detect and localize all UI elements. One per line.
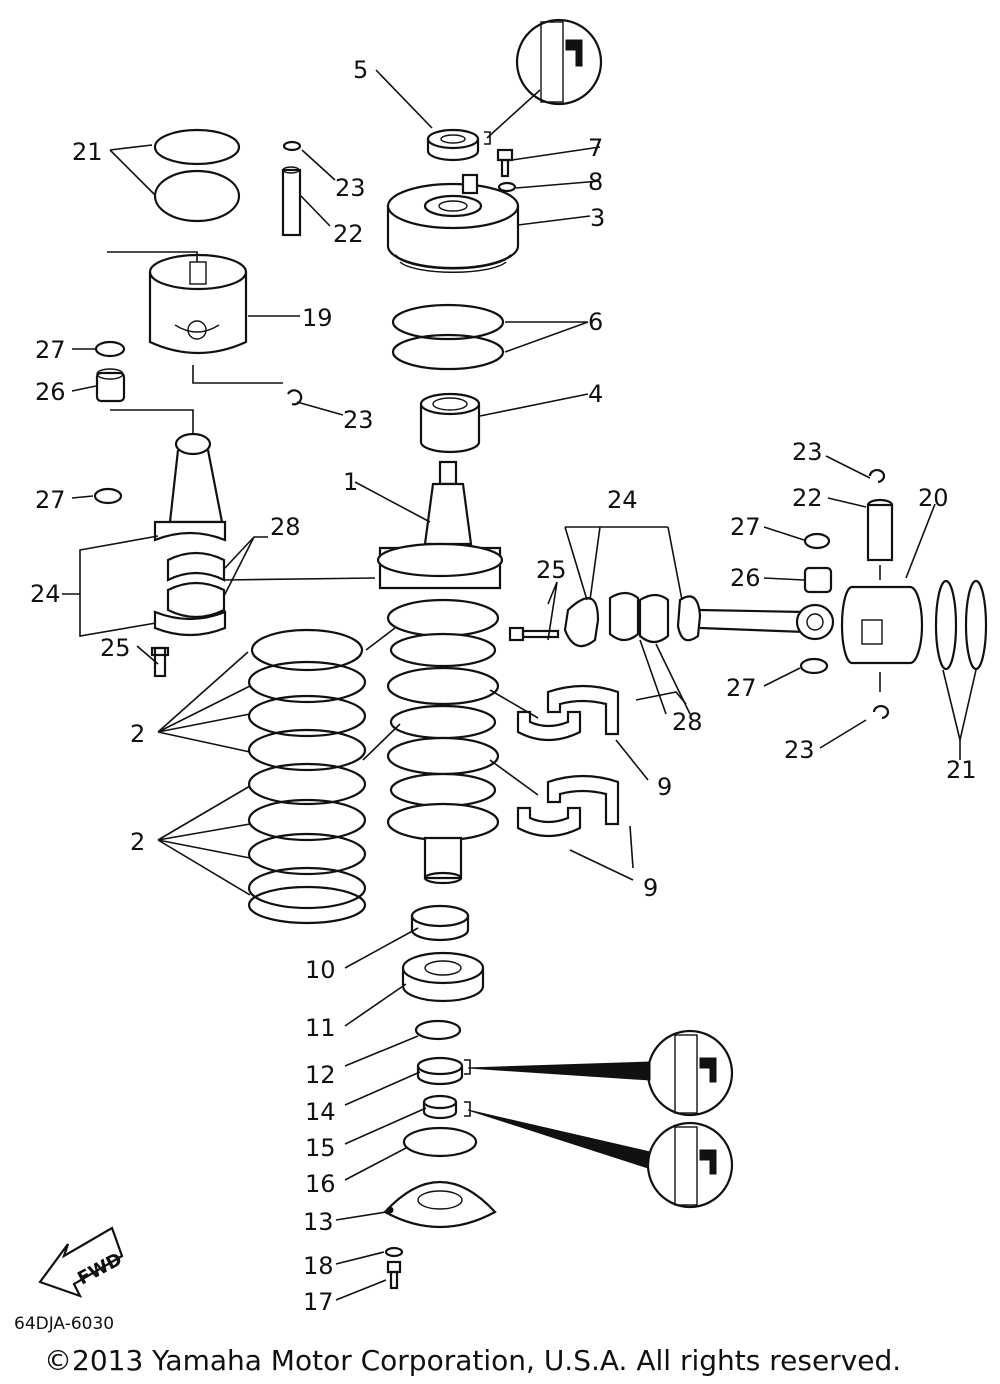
piston-pin-left — [281, 140, 302, 237]
washer-left-upper — [94, 340, 126, 358]
bolt-lower — [386, 1260, 402, 1290]
leader-lines — [62, 69, 961, 1301]
circlip-left-lower — [287, 389, 303, 406]
callout-3: 3 — [590, 204, 605, 232]
oil-seal-upper — [426, 128, 480, 162]
callout-21-right: 21 — [946, 756, 977, 784]
callout-12: 12 — [305, 1061, 336, 1089]
o-ring-lower — [402, 1126, 478, 1158]
callout-28-right: 28 — [672, 708, 703, 736]
oil-seal-lower-1 — [416, 1056, 464, 1086]
callout-23-top: 23 — [335, 174, 366, 202]
piston-left — [107, 251, 283, 384]
callout-26-right: 26 — [730, 564, 761, 592]
main-bearing-halves-lower — [516, 774, 620, 838]
callout-15: 15 — [305, 1134, 336, 1162]
rod-bearing-left — [166, 551, 226, 619]
piston-rings-left — [153, 128, 241, 223]
callout-16: 16 — [305, 1170, 336, 1198]
lower-bearing-housing — [383, 1181, 497, 1228]
callout-9-lower: 9 — [643, 874, 658, 902]
main-bearing-halves-upper — [516, 684, 620, 742]
drawing-code: 64DJA-6030 — [14, 1314, 114, 1334]
detail-circle-seal-lower-1 — [464, 1029, 734, 1117]
callout-27-c: 27 — [730, 513, 761, 541]
bearing-retainer — [410, 904, 470, 942]
piston-pin-right — [866, 498, 894, 562]
rod-bearing-right — [608, 591, 670, 644]
piston-right — [840, 565, 924, 692]
o-rings-pair — [391, 303, 505, 371]
callout-23-right-bottom: 23 — [784, 736, 815, 764]
rod-cap-left — [150, 610, 227, 678]
callout-22-right: 22 — [792, 484, 823, 512]
callout-17: 17 — [303, 1288, 334, 1316]
callout-23-right-top: 23 — [792, 438, 823, 466]
callout-22-left: 22 — [333, 220, 364, 248]
callout-4: 4 — [588, 380, 603, 408]
circlip-right-upper — [868, 468, 886, 484]
callout-2-upper: 2 — [130, 720, 145, 748]
detail-circle-seal-top — [484, 18, 603, 145]
rod-cap-right — [563, 597, 600, 648]
main-bearing-upper — [419, 392, 481, 454]
callout-14: 14 — [305, 1098, 336, 1126]
bolt-upper-housing — [496, 148, 514, 178]
washer-right-upper — [803, 532, 831, 550]
piston-ring-stack — [247, 628, 367, 925]
callout-1: 1 — [343, 468, 358, 496]
forward-direction-arrow-icon: FWD — [38, 1226, 126, 1298]
copyright-notice: ©2013 Yamaha Motor Corporation, U.S.A. A… — [44, 1344, 901, 1377]
callout-19: 19 — [302, 304, 333, 332]
callout-11: 11 — [305, 1014, 336, 1042]
callout-13: 13 — [303, 1208, 334, 1236]
washer-left-lower — [93, 487, 123, 505]
callout-27-a: 27 — [35, 336, 66, 364]
washer-lower — [384, 1246, 404, 1258]
upper-bearing-housing — [386, 173, 520, 273]
callout-6: 6 — [588, 308, 603, 336]
callout-21-left: 21 — [72, 138, 103, 166]
crankshaft — [376, 460, 504, 885]
callout-28-left: 28 — [270, 513, 301, 541]
oil-seal-lower-2 — [422, 1094, 458, 1120]
callout-25-right: 25 — [536, 556, 567, 584]
callout-26-left: 26 — [35, 378, 66, 406]
washer-upper — [497, 181, 517, 193]
callout-18: 18 — [303, 1252, 334, 1280]
callout-labels: 5 7 8 3 6 4 1 21 23 22 19 27 26 23 27 28… — [30, 56, 977, 1316]
callout-8: 8 — [588, 168, 603, 196]
callout-24-right: 24 — [607, 486, 638, 514]
callout-27-d: 27 — [726, 674, 757, 702]
connecting-rod-right — [676, 595, 835, 642]
callout-20: 20 — [918, 484, 949, 512]
detail-circle-seal-lower-2 — [464, 1101, 734, 1209]
callout-2-lower: 2 — [130, 828, 145, 856]
callout-23-mid: 23 — [343, 406, 374, 434]
needle-bearing-left — [95, 368, 126, 403]
callout-25-left: 25 — [100, 634, 131, 662]
callout-10: 10 — [305, 956, 336, 984]
rod-bolt-right — [508, 626, 560, 642]
needle-bearing-right — [803, 566, 833, 594]
callout-27-b: 27 — [35, 486, 66, 514]
callout-7: 7 — [588, 134, 603, 162]
callout-9-upper: 9 — [657, 773, 672, 801]
callout-5: 5 — [353, 56, 368, 84]
washer-right-lower — [799, 657, 829, 675]
connecting-rod-left — [110, 409, 227, 542]
callout-24-left: 24 — [30, 580, 61, 608]
circlip-right-lower — [872, 704, 890, 720]
piston-rings-right — [934, 579, 988, 741]
snap-ring — [414, 1019, 462, 1041]
ball-bearing-lower — [401, 951, 485, 1003]
